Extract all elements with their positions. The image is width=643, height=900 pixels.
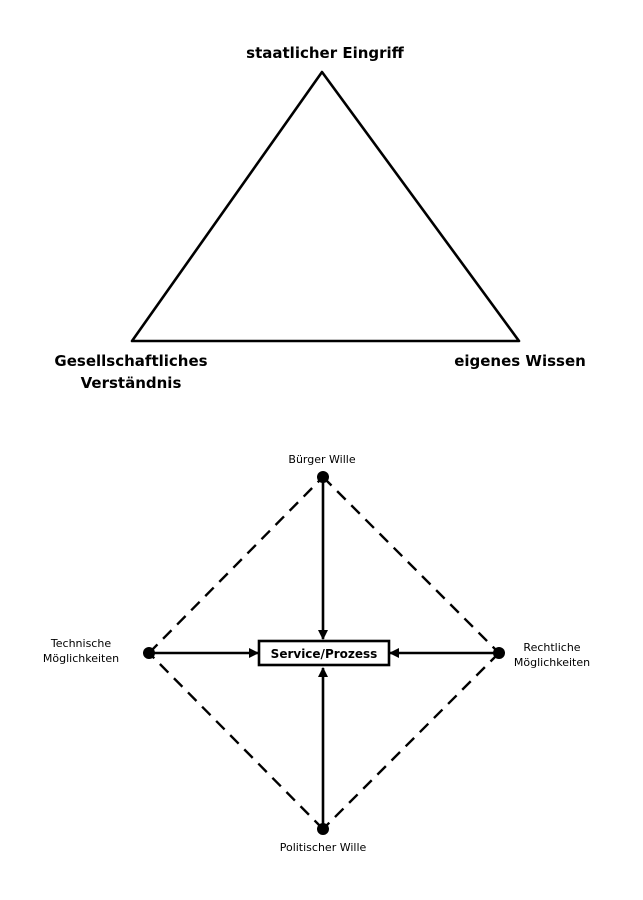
center-box bbox=[257, 639, 391, 667]
diamond-bottom-label: Politischer Wille bbox=[279, 841, 367, 854]
diamond-left-label: Technische Möglichkeiten bbox=[26, 636, 136, 666]
diamond-right-label: Rechtliche Möglichkeiten bbox=[502, 640, 602, 670]
diamond-edge-bottom-left bbox=[148, 652, 324, 830]
node-top-dot bbox=[317, 471, 329, 483]
triangle-left-label-line1: Gesellschaftliches bbox=[54, 352, 208, 370]
triangle-right-label: eigenes Wissen bbox=[454, 352, 586, 370]
diamond-right-label-line1: Rechtliche bbox=[523, 641, 581, 654]
diamond-dashed-edges bbox=[148, 476, 500, 830]
node-left-dot bbox=[143, 647, 155, 659]
center-label: Service/Prozess bbox=[271, 647, 378, 661]
node-right-dot bbox=[493, 647, 505, 659]
diamond-edge-top-right bbox=[322, 476, 500, 654]
diamond-left-label-line1: Technische bbox=[50, 637, 112, 650]
triangle-left-label-line2: Verständnis bbox=[80, 374, 182, 392]
diamond-left-label-line2: Möglichkeiten bbox=[42, 652, 120, 665]
diamond-edge-right-bottom bbox=[322, 652, 500, 830]
node-bottom-dot bbox=[317, 823, 329, 835]
diamond-right-label-line2: Möglichkeiten bbox=[513, 656, 591, 669]
triangle-shape bbox=[130, 70, 521, 343]
diamond-top-label: Bürger Wille bbox=[288, 453, 356, 466]
diamond-arrows bbox=[149, 477, 499, 829]
triangle-top-label: staatlicher Eingriff bbox=[246, 44, 404, 62]
triangle-left-label: Gesellschaftliches Verständnis bbox=[41, 350, 221, 394]
diamond-edge-left-top bbox=[148, 476, 324, 654]
